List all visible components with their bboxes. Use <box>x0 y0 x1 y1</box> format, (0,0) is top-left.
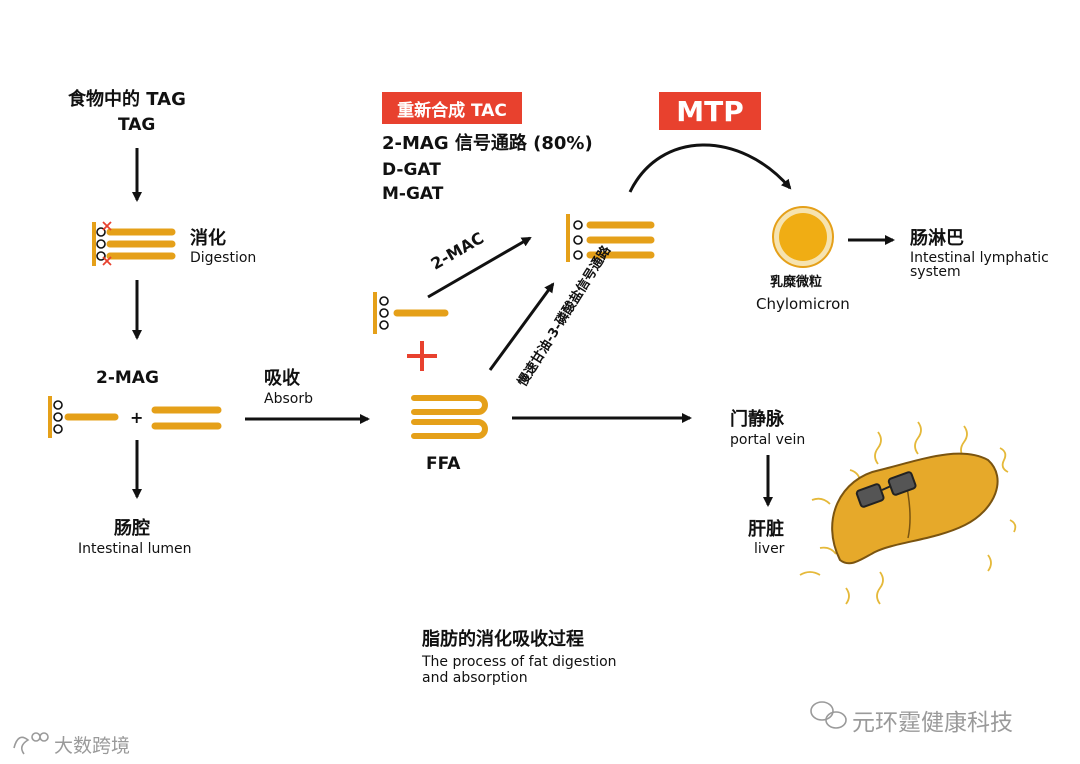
watermark-left: 大数跨境 <box>54 735 131 757</box>
lumen-en-label: Intestinal lumen <box>78 541 192 557</box>
mtp-badge: MTP <box>659 92 761 130</box>
digestion-en-label: Digestion <box>190 250 257 266</box>
lymph-en-label: Intestinal lymphatic system <box>910 250 1049 280</box>
portal-vein-cn-label: 门静脉 <box>730 409 784 430</box>
sunglasses-icon <box>855 471 917 508</box>
dgat-label: D-GAT <box>382 160 441 180</box>
red-plus <box>407 341 437 371</box>
2mag-left-label: 2-MAG <box>96 368 159 388</box>
2mag-pathway-label: 2-MAG 信号通路 (80%) <box>382 133 593 154</box>
watermark-logo-icon <box>13 732 49 755</box>
liver-en-label: liver <box>754 541 785 557</box>
arrow-slow-pathway <box>488 282 555 371</box>
ffa-label: FFA <box>426 454 461 474</box>
arrow-mtp <box>628 143 792 193</box>
2mag-molecule-left <box>48 396 119 438</box>
ffa-pair-left <box>151 406 222 430</box>
tag-label: TAG <box>118 115 156 135</box>
liver-wiggles <box>799 421 1017 605</box>
digestion-cn-label: 消化 <box>190 228 226 249</box>
mgat-label: M-GAT <box>382 184 444 204</box>
wechat-icon <box>810 701 847 729</box>
tag-molecule-resynth <box>566 214 655 262</box>
liver-icon <box>799 421 1017 605</box>
plus-small: + <box>130 408 144 427</box>
arrow-2mac <box>427 236 532 299</box>
cut-marks <box>102 221 112 266</box>
chylomicron-cn-label: 乳糜微粒 <box>770 275 823 290</box>
caption-en: The process of fat digestion and absorpt… <box>422 654 617 687</box>
food-tag-label: 食物中的 TAG <box>68 89 186 110</box>
absorb-en-label: Absorb <box>264 391 313 407</box>
resynth-tac-badge: 重新合成 TAC <box>382 92 522 124</box>
absorb-cn-label: 吸收 <box>264 368 300 389</box>
caption-cn: 脂肪的消化吸收过程 <box>422 629 584 650</box>
chylomicron-en-label: Chylomicron <box>756 295 850 313</box>
liver-cn-label: 肝脏 <box>748 519 784 540</box>
watermark-right: 元环霆健康科技 <box>852 710 1013 736</box>
ffa-molecule <box>411 395 488 439</box>
chylomicron-icon <box>772 206 834 268</box>
tag-molecule-digestion <box>92 221 176 266</box>
2mag-molecule-middle <box>373 292 449 334</box>
portal-vein-en-label: portal vein <box>730 432 806 448</box>
lymph-cn-label: 肠淋巴 <box>910 228 964 249</box>
lumen-cn-label: 肠腔 <box>114 518 150 539</box>
